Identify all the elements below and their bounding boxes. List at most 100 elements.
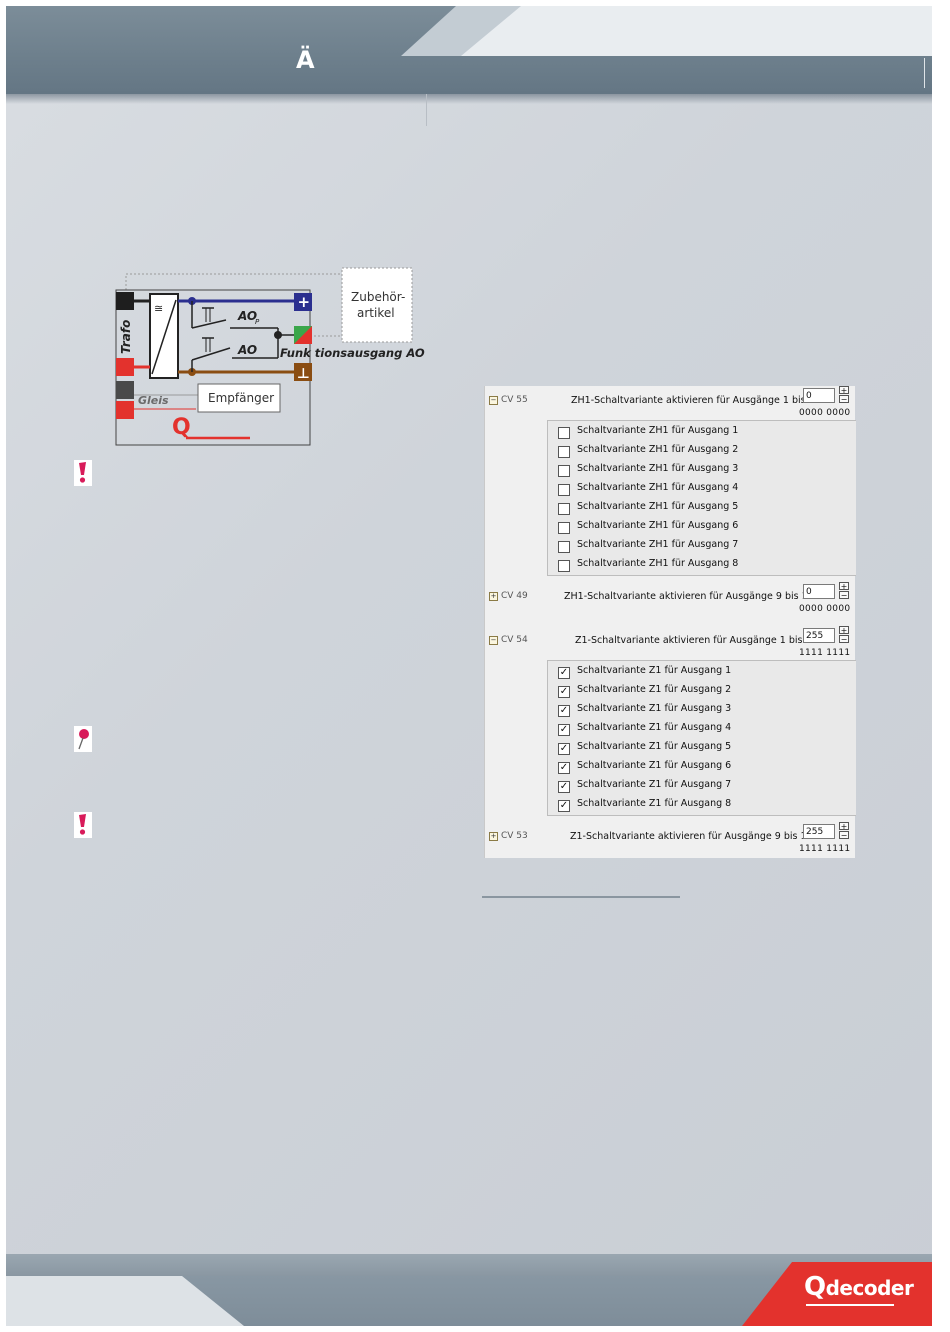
stepper-down-icon[interactable]: −	[839, 831, 849, 840]
option-checkbox[interactable]	[558, 427, 570, 439]
option-checkbox[interactable]	[558, 484, 570, 496]
logo-q: Q	[804, 1272, 826, 1302]
page: Ä ≅	[6, 6, 932, 1326]
terminal-grey	[116, 381, 134, 399]
option-label: Schaltvariante ZH1 für Ausgang 4	[577, 482, 739, 493]
footer-accent-shapes	[6, 1262, 932, 1326]
terminal-minus-symbol: ⊥	[297, 366, 310, 382]
expand-icon[interactable]: +	[489, 832, 498, 841]
option-checkbox[interactable]: ✓	[558, 705, 570, 717]
funktionsausgang-label: Funk tionsausgang AO	[280, 346, 425, 360]
cv-value-stepper[interactable]: + −	[839, 386, 849, 404]
option-label: Schaltvariante ZH1 für Ausgang 1	[577, 425, 739, 436]
option-label: Schaltvariante ZH1 für Ausgang 7	[577, 539, 739, 550]
stepper-down-icon[interactable]: −	[839, 591, 849, 600]
terminal-output-red	[294, 326, 312, 344]
qdecoder-logo: Qdecoder	[804, 1272, 914, 1302]
option-label: Schaltvariante ZH1 für Ausgang 5	[577, 501, 739, 512]
rectifier-symbol: ≅	[154, 302, 163, 315]
gleis-label: Gleis	[138, 394, 169, 407]
cv-description: Z1-Schaltvariante aktivieren für Ausgäng…	[575, 635, 812, 646]
header-tick	[924, 58, 925, 88]
logo-underline	[806, 1304, 894, 1306]
cv-value-input[interactable]: 255	[803, 628, 835, 643]
option-label: Schaltvariante Z1 für Ausgang 6	[577, 760, 732, 771]
cv-bits: 1111 1111	[799, 844, 851, 854]
page-margin	[932, 0, 950, 1332]
cv-row-54[interactable]: − CV 54 Z1-Schaltvariante aktivieren für…	[485, 626, 855, 660]
logo-text: decoder	[825, 1276, 914, 1300]
option-checkbox[interactable]: ✓	[558, 667, 570, 679]
cv-description: ZH1-Schaltvariante aktivieren für Ausgän…	[564, 591, 814, 602]
option-label: Schaltvariante Z1 für Ausgang 2	[577, 684, 732, 695]
cv-bits: 0000 0000	[799, 604, 851, 614]
footer-bar	[6, 1254, 932, 1276]
option-label: Schaltvariante ZH1 für Ausgang 3	[577, 463, 739, 474]
caption-underline	[482, 896, 680, 898]
cv-value-input[interactable]: 0	[803, 584, 835, 599]
option-label: Schaltvariante Z1 für Ausgang 4	[577, 722, 732, 733]
cv-value-stepper[interactable]: + −	[839, 822, 849, 840]
trafo-label: Trafo	[119, 320, 133, 354]
cv-row-55[interactable]: − CV 55 ZH1-Schaltvariante aktivieren fü…	[485, 386, 855, 420]
option-label: Schaltvariante ZH1 für Ausgang 2	[577, 444, 739, 455]
cv-value-stepper[interactable]: + −	[839, 626, 849, 644]
cv-number: CV 55	[501, 395, 528, 405]
ao-label: AO	[237, 343, 257, 357]
option-checkbox[interactable]: ✓	[558, 781, 570, 793]
option-checkbox[interactable]: ✓	[558, 743, 570, 755]
option-label: Schaltvariante ZH1 für Ausgang 6	[577, 520, 739, 531]
cv-row-49[interactable]: + CV 49 ZH1-Schaltvariante aktivieren fü…	[485, 582, 855, 616]
cv-55-options: Schaltvariante ZH1 für Ausgang 1 Schaltva…	[547, 420, 856, 576]
cv-value-input[interactable]: 0	[803, 388, 835, 403]
option-label: Schaltvariante Z1 für Ausgang 1	[577, 665, 732, 676]
stepper-up-icon[interactable]: +	[839, 822, 849, 831]
cv-description: ZH1-Schaltvariante aktivieren für Ausgän…	[571, 395, 815, 406]
header-divider	[426, 94, 427, 126]
empfaenger-box	[197, 383, 281, 413]
stepper-up-icon[interactable]: +	[839, 626, 849, 635]
option-checkbox[interactable]	[558, 465, 570, 477]
option-checkbox[interactable]: ✓	[558, 762, 570, 774]
warning-icon-2	[74, 812, 92, 838]
terminal-black	[116, 292, 134, 310]
option-label: Schaltvariante Z1 für Ausgang 8	[577, 798, 732, 809]
option-checkbox[interactable]	[558, 503, 570, 515]
cv-value-stepper[interactable]: + −	[839, 582, 849, 600]
terminal-red-2	[116, 401, 134, 419]
cv-bits: 1111 1111	[799, 648, 851, 658]
stepper-down-icon[interactable]: −	[839, 395, 849, 404]
option-checkbox[interactable]	[558, 522, 570, 534]
option-label: Schaltvariante Z1 für Ausgang 3	[577, 703, 732, 714]
header-shadow	[6, 94, 932, 104]
collapse-icon[interactable]: −	[489, 396, 498, 405]
terminal-plus-symbol: +	[298, 293, 311, 311]
cv-description: Z1-Schaltvariante aktivieren für Ausgäng…	[570, 831, 813, 842]
expand-icon[interactable]: +	[489, 592, 498, 601]
option-checkbox[interactable]	[558, 446, 570, 458]
option-checkbox[interactable]: ✓	[558, 686, 570, 698]
cv-bits: 0000 0000	[799, 408, 851, 418]
option-checkbox[interactable]: ✓	[558, 724, 570, 736]
collapse-icon[interactable]: −	[489, 636, 498, 645]
zubehoer-box	[341, 267, 413, 343]
stepper-up-icon[interactable]: +	[839, 582, 849, 591]
switch-contact-p	[191, 319, 227, 329]
stepper-down-icon[interactable]: −	[839, 635, 849, 644]
cv-value-input[interactable]: 255	[803, 824, 835, 839]
terminal-plus	[294, 293, 312, 311]
wiring-diagram: ≅ + ⊥ Trafo Gleis AO	[115, 267, 425, 446]
header-accent-shapes	[401, 6, 932, 56]
terminal-red	[116, 358, 134, 376]
option-checkbox[interactable]	[558, 560, 570, 572]
cv-row-53[interactable]: + CV 53 Z1-Schaltvariante aktivieren für…	[485, 822, 855, 856]
option-checkbox[interactable]: ✓	[558, 800, 570, 812]
cv-number: CV 53	[501, 831, 528, 841]
stepper-up-icon[interactable]: +	[839, 386, 849, 395]
option-checkbox[interactable]	[558, 541, 570, 553]
ao-p-label: AO	[237, 309, 257, 323]
empfaenger-label: Empfänger	[208, 391, 274, 405]
cv-settings-panel: − CV 55 ZH1-Schaltvariante aktivieren fü…	[484, 386, 856, 858]
switch-contact	[191, 347, 231, 361]
dashed-link-top	[125, 273, 342, 290]
